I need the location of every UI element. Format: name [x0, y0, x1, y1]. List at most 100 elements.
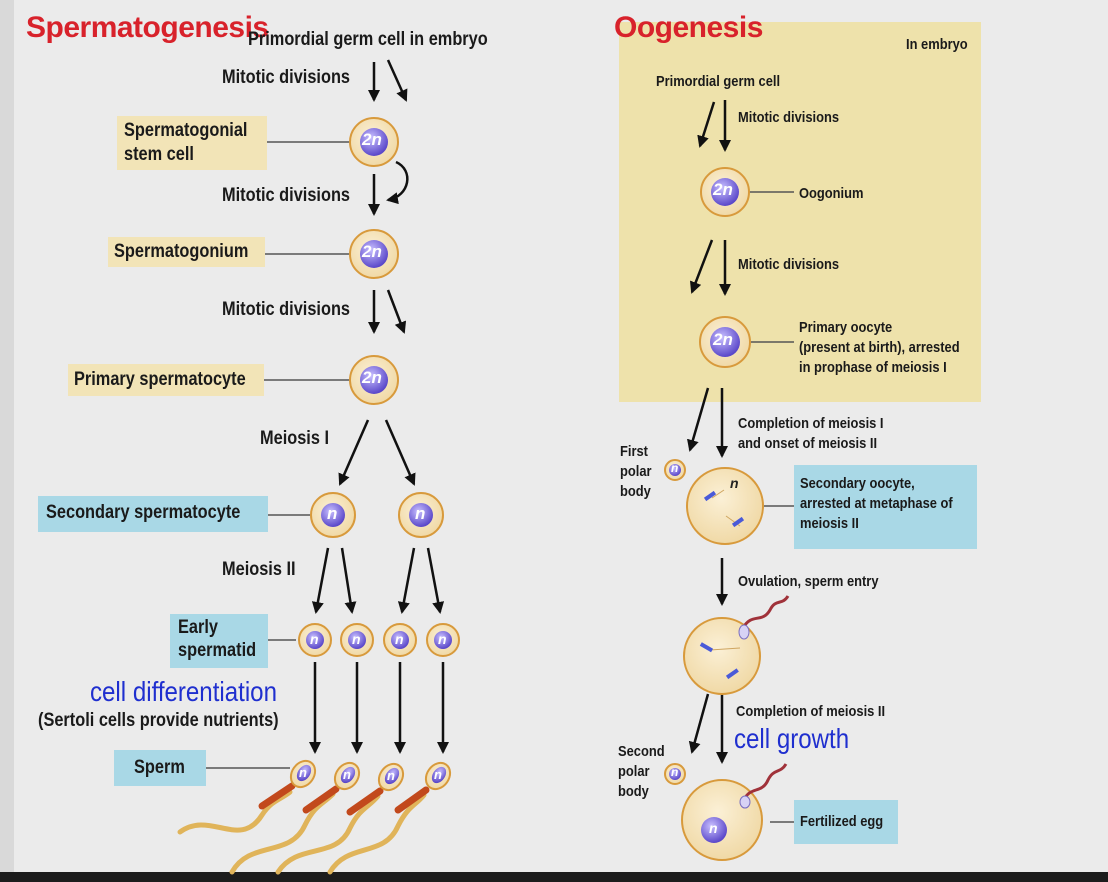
ploidy-label-spermatid-2: n	[352, 631, 361, 647]
cell-spermatid-4	[426, 623, 460, 657]
arrow-oo-mitotic-2a	[689, 239, 714, 294]
completion-meiosis-2-label: Completion of meiosis II	[736, 703, 886, 720]
secondary-spermatocyte-label: Secondary spermatocyte	[46, 502, 241, 523]
meiosis-1-label: Meiosis I	[260, 428, 330, 449]
ovulation-label: Ovulation, sperm entry	[738, 573, 879, 590]
cell-stem	[349, 117, 399, 167]
arrow-meiosis2-c	[397, 547, 416, 614]
cell-secondary-spermatocyte-left	[310, 492, 356, 538]
meiosis-2-label: Meiosis II	[222, 559, 296, 580]
cell-primary-oocyte	[699, 316, 751, 368]
ploidy-label-secondary-right: n	[415, 504, 426, 523]
ploidy-label-sperm-3: n	[387, 768, 395, 783]
arrow-mitotic-1b	[386, 59, 408, 102]
cell-oogonium	[700, 167, 750, 217]
ploidy-label-secondary-oocyte: n	[730, 475, 739, 491]
primary-spermatocyte-label: Primary spermatocyte	[74, 369, 246, 390]
ploidy-label-primary-oocyte: 2n	[713, 330, 733, 349]
completion-meiosis-1-line2: and onset of meiosis II	[738, 435, 878, 452]
ploidy-label-first-polar: n	[671, 461, 679, 475]
primordial-germ-cell-oo-label: Primordial germ cell	[656, 73, 781, 90]
mitotic-divisions-1-label: Mitotic divisions	[222, 67, 351, 88]
second-polar-body-line2: polar	[618, 763, 650, 780]
early-spermatid-label-box	[170, 614, 268, 668]
cell-spermatogonium	[349, 229, 399, 279]
first-polar-body-line3: body	[620, 483, 651, 500]
cell-secondary-spermatocyte-right	[398, 492, 444, 538]
sperm-3	[275, 762, 405, 875]
ploidy-label-spermatid-4: n	[438, 631, 447, 647]
ploidy-label-fertilized-egg: n	[709, 820, 718, 836]
arrow-meiosis1-right	[384, 419, 416, 486]
stem-cell-label-line2: stem cell	[124, 144, 194, 165]
ploidy-label-oogonium: 2n	[713, 180, 733, 199]
ploidy-label-secondary-left: n	[327, 504, 338, 523]
ploidy-label-sperm-2: n	[343, 767, 351, 782]
primordial-germ-cell-label: Primordial germ cell in embryo	[248, 29, 488, 50]
ploidy-label-sperm-4: n	[434, 767, 442, 782]
cell-fertilized-egg	[681, 763, 788, 861]
second-polar-body-line1: Second	[618, 743, 665, 760]
arrow-meiosis2-b	[340, 547, 357, 614]
stem-cell-label-box	[117, 116, 267, 170]
oogonium-label: Oogonium	[799, 185, 864, 202]
cell-spermatid-3	[383, 623, 417, 657]
arrow-second-polar	[688, 693, 710, 754]
secondary-oocyte-label-line2: arrested at metaphase of	[800, 495, 953, 512]
spermatogenesis-title: Spermatogenesis	[26, 11, 269, 44]
arrow-meiosis2-d	[426, 547, 445, 614]
cell-secondary-oocyte	[686, 467, 764, 545]
oo-mitotic-divisions-2-label: Mitotic divisions	[738, 256, 840, 273]
ploidy-label-spermatid-3: n	[395, 631, 404, 647]
fertilized-egg-label: Fertilized egg	[800, 813, 884, 830]
ploidy-label-stem: 2n	[362, 130, 382, 149]
completion-meiosis-1-line1: Completion of meiosis I	[738, 415, 884, 432]
cell-growth-annotation: cell growth	[734, 723, 850, 754]
mitotic-divisions-2-label: Mitotic divisions	[222, 185, 351, 206]
arrow-mitotic-3b	[386, 289, 407, 334]
sperm-2	[229, 761, 361, 875]
spermatogonium-label-box	[108, 237, 265, 267]
second-polar-body-line3: body	[618, 783, 649, 800]
cell-second-polar-body	[664, 763, 686, 785]
arrow-first-polar	[687, 387, 710, 452]
secondary-oocyte-label-line3: meiosis II	[800, 515, 859, 532]
ploidy-label-spermatid-1: n	[310, 631, 319, 647]
early-spermatid-label-line2: spermatid	[178, 640, 257, 661]
first-polar-body-line1: First	[620, 443, 648, 460]
oogenesis-title: Oogenesis	[614, 11, 763, 44]
fertilized-egg-label-box	[794, 800, 898, 844]
in-embryo-region	[619, 22, 981, 402]
ploidy-label-primary-spermatocyte: 2n	[362, 368, 382, 387]
secondary-oocyte-label-box	[794, 465, 977, 549]
arrow-self-renew	[386, 160, 409, 205]
primary-spermatocyte-label-box	[68, 364, 264, 396]
primary-oocyte-label-line1: Primary oocyte	[799, 319, 893, 336]
cell-ovulated-oocyte	[683, 595, 790, 695]
sperm-label: Sperm	[134, 757, 185, 778]
primary-oocyte-label-line2: (present at birth), arrested	[799, 339, 960, 356]
first-polar-body-line2: polar	[620, 463, 652, 480]
cell-differentiation-annotation: cell differentiation	[90, 676, 277, 707]
sperm-label-box	[114, 750, 206, 786]
cell-first-polar-body	[664, 459, 686, 481]
mitotic-divisions-3-label: Mitotic divisions	[222, 299, 351, 320]
ploidy-label-sperm-1: n	[299, 765, 307, 780]
oo-mitotic-divisions-1-label: Mitotic divisions	[738, 109, 840, 126]
cell-primary-spermatocyte	[349, 355, 399, 405]
in-embryo-label: In embryo	[906, 36, 968, 53]
sperm-1	[177, 759, 317, 835]
ploidy-label-second-polar: n	[671, 765, 679, 779]
secondary-oocyte-label-line1: Secondary oocyte,	[800, 475, 915, 492]
sperm-4	[327, 761, 452, 875]
sertoli-cells-note: (Sertoli cells provide nutrients)	[38, 710, 279, 731]
secondary-spermatocyte-label-box	[38, 496, 268, 532]
cell-spermatid-2	[340, 623, 374, 657]
primary-oocyte-label-line3: in prophase of meiosis I	[799, 359, 947, 376]
ploidy-label-spermatogonium: 2n	[362, 242, 382, 261]
arrow-oo-mitotic-1a	[697, 101, 716, 148]
arrow-meiosis2-a	[311, 547, 330, 614]
arrow-meiosis1-left	[338, 419, 370, 486]
